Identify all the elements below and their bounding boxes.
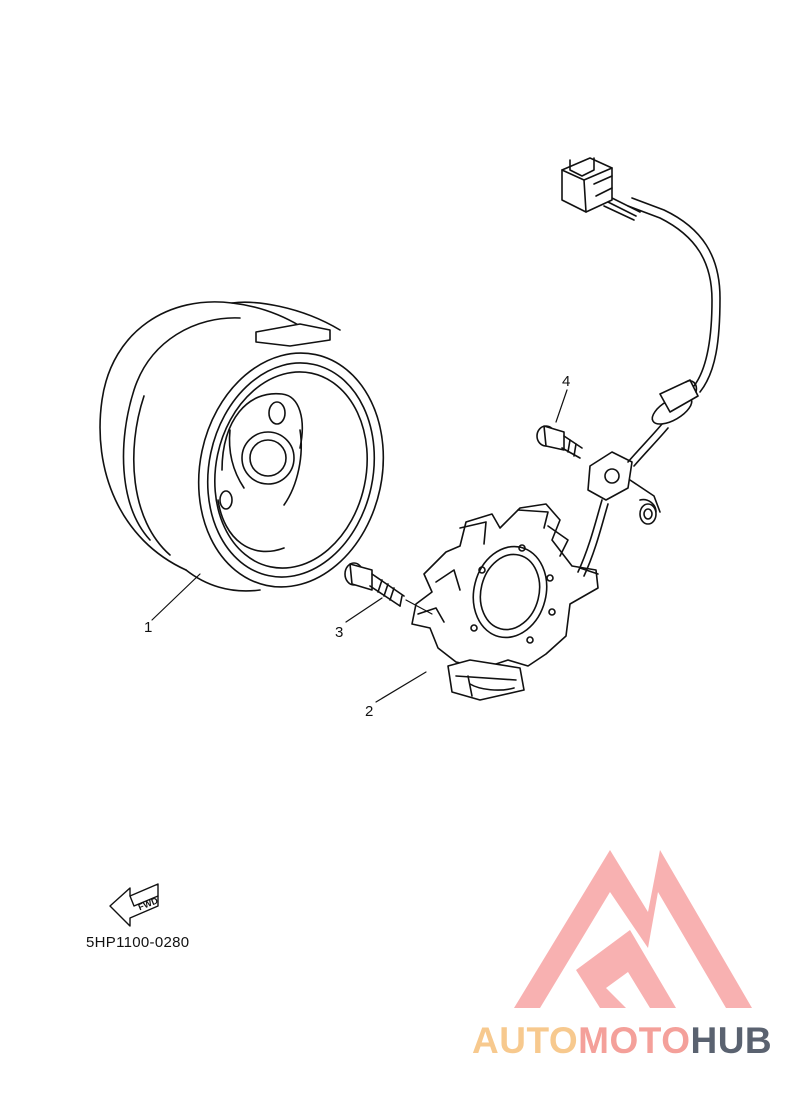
- callout-1: 1: [144, 619, 153, 636]
- rotor-flywheel: [99, 301, 385, 592]
- bolt-part-3: [344, 562, 405, 607]
- brand-moto: MOTO: [578, 1020, 691, 1061]
- leader-lines: [151, 389, 568, 703]
- diagram-code: 5HP1100-0280: [86, 934, 190, 951]
- watermark-brand: AUTOMOTOHUB: [472, 1022, 772, 1059]
- callout-2: 2: [365, 703, 374, 720]
- brand-hub: HUB: [690, 1020, 773, 1061]
- callout-3: 3: [335, 624, 344, 641]
- brand-auto: AUTO: [472, 1020, 579, 1061]
- automotohub-logo-icon: [514, 850, 752, 1008]
- callout-4: 4: [562, 373, 571, 390]
- fwd-arrow-icon: FWD: [109, 883, 160, 927]
- stator-assembly: [411, 157, 721, 701]
- bolt-part-4: [536, 425, 583, 459]
